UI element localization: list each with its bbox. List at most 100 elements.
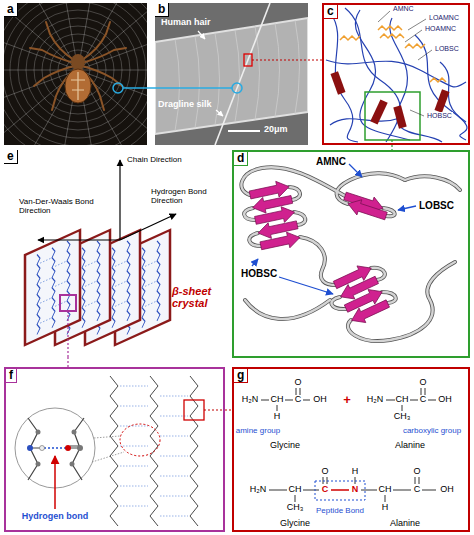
crystal-block bbox=[370, 99, 387, 124]
label: O bbox=[321, 467, 328, 477]
sem-image bbox=[228, 130, 260, 132]
label: CH bbox=[271, 395, 284, 405]
hydrogen-bond-chem bbox=[36, 430, 41, 435]
coil bbox=[405, 176, 460, 190]
coil bbox=[244, 208, 255, 220]
beta-sheet-crystal bbox=[60, 295, 76, 311]
protein-ribbon bbox=[241, 164, 460, 341]
label: OH bbox=[313, 395, 327, 405]
pointer-arrow bbox=[349, 164, 362, 177]
label: Human hair bbox=[161, 18, 211, 28]
hydrogen-bond-chem bbox=[120, 424, 160, 456]
axis-arrow bbox=[120, 214, 176, 240]
pointer-arrow bbox=[279, 277, 333, 294]
label: β-sheet crystal bbox=[172, 285, 224, 309]
peptide-bonds bbox=[315, 481, 365, 500]
panel-letter: e bbox=[4, 150, 18, 164]
hydrogen-bond-chem bbox=[92, 436, 124, 462]
sem-image bbox=[215, 3, 270, 145]
spider-photo bbox=[4, 3, 147, 145]
crystal-block bbox=[393, 105, 406, 128]
label: + bbox=[343, 393, 351, 407]
hydrogen-bond-chem bbox=[28, 418, 84, 480]
sem-image bbox=[155, 87, 232, 89]
beta-strand bbox=[380, 34, 404, 38]
beta-strand bbox=[430, 78, 446, 82]
label: H bbox=[382, 503, 389, 513]
backbone bbox=[110, 376, 198, 526]
web-spiral bbox=[26, 18, 130, 122]
beta-sheet-arrow bbox=[248, 179, 391, 328]
chain-schematic bbox=[326, 8, 467, 145]
axis-arrow bbox=[119, 160, 120, 240]
hydrogen-bond-chem bbox=[15, 376, 225, 526]
label: LOBSC bbox=[434, 45, 460, 53]
web-spiral bbox=[18, 10, 138, 130]
label: CH₃ bbox=[287, 503, 304, 513]
label: LOAMNC bbox=[428, 14, 460, 22]
label: O bbox=[419, 378, 426, 388]
hydrogen-bond-chem bbox=[184, 400, 204, 420]
label: Alanine bbox=[395, 441, 425, 451]
hydrogen-bond-chem bbox=[204, 409, 225, 410]
spider-legs bbox=[30, 22, 126, 110]
label: O bbox=[413, 467, 420, 477]
coil bbox=[241, 167, 460, 341]
panel-letter: g bbox=[234, 369, 248, 383]
peptide-bonds bbox=[261, 388, 436, 502]
backbone bbox=[190, 376, 198, 526]
hydrogen-bond-chem bbox=[70, 462, 75, 467]
label: C bbox=[414, 485, 421, 495]
panel-letter: f bbox=[6, 369, 17, 383]
panel: f bbox=[4, 367, 225, 532]
pointer-arrow bbox=[398, 206, 416, 210]
label: N bbox=[352, 485, 359, 495]
axis-arrow bbox=[38, 239, 120, 240]
amorphous-chain bbox=[355, 10, 410, 140]
panel-letter: c bbox=[324, 5, 338, 19]
crystal-block bbox=[330, 71, 345, 94]
hydrogen-bond-chem bbox=[77, 445, 83, 451]
peptide-bonds bbox=[261, 388, 436, 502]
web-spiral bbox=[4, 3, 147, 145]
panel: e bbox=[4, 150, 225, 357]
connector bbox=[147, 87, 155, 89]
label: HOAMNC bbox=[424, 25, 457, 33]
peptide-bonds bbox=[331, 489, 349, 491]
panel: a bbox=[4, 3, 147, 145]
beta-sheet-crystal bbox=[25, 230, 80, 345]
hydrogen-bond-chem bbox=[40, 446, 45, 451]
label: Alanine bbox=[390, 519, 420, 529]
label: H₂N bbox=[367, 395, 384, 405]
beta-sheet-crystal bbox=[67, 311, 68, 357]
web-spiral bbox=[4, 3, 147, 145]
panel-letter: b bbox=[155, 3, 169, 17]
label: 20μm bbox=[264, 125, 288, 135]
spider-photo bbox=[113, 83, 123, 93]
beta-strand bbox=[340, 26, 446, 82]
hydrogen-bond-chem bbox=[120, 386, 188, 516]
label: Peptide Bond bbox=[316, 507, 364, 516]
beta-strand bbox=[378, 26, 402, 30]
backbone bbox=[110, 376, 118, 526]
spider-photo bbox=[123, 87, 147, 89]
label: Glycine bbox=[270, 441, 300, 451]
hydrogen-bond-chem bbox=[36, 462, 41, 467]
label: HOBSC bbox=[240, 268, 278, 279]
coil bbox=[241, 167, 460, 341]
hydrogen-bond-chem bbox=[54, 456, 56, 509]
coil bbox=[244, 208, 255, 220]
label: Chain Direction bbox=[126, 156, 183, 165]
sem-image bbox=[252, 59, 308, 60]
hydrogen-bond-chem bbox=[72, 430, 77, 435]
coil bbox=[331, 297, 346, 309]
coil bbox=[405, 176, 460, 190]
label: C bbox=[322, 485, 329, 495]
sem-image bbox=[155, 3, 308, 145]
sem-image bbox=[198, 31, 205, 39]
label: H₂N bbox=[250, 485, 267, 495]
label: OH bbox=[440, 485, 454, 495]
sem-image bbox=[216, 110, 223, 116]
